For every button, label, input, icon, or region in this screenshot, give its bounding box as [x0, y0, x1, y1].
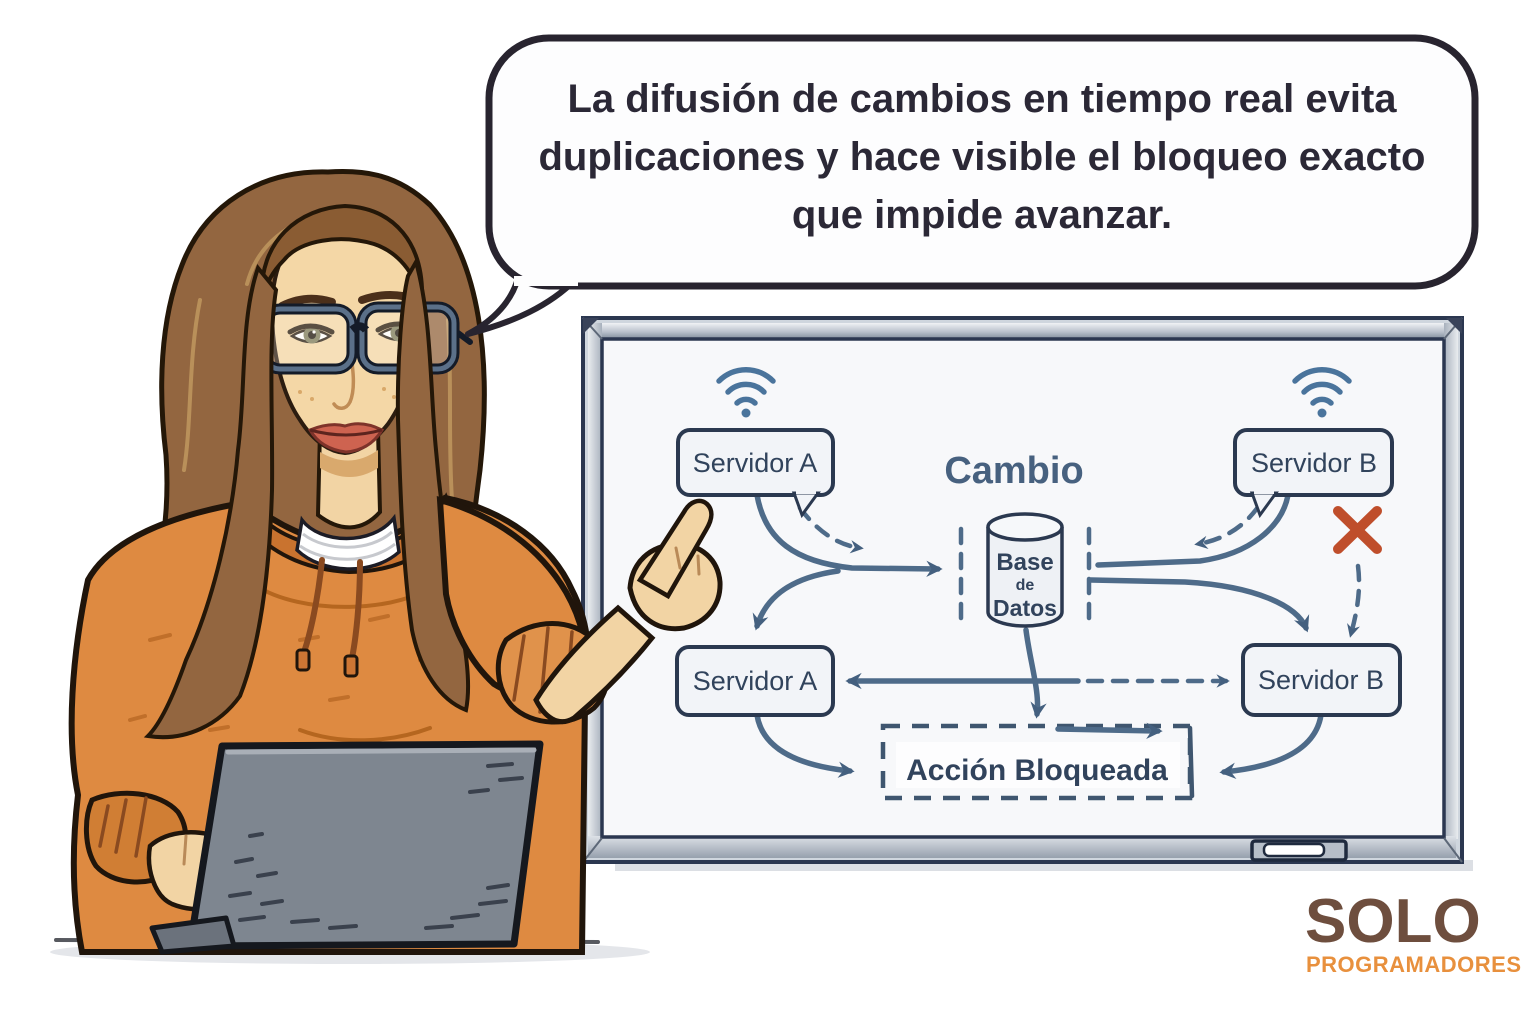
marker [1262, 842, 1326, 858]
arrow-b-bottom-to-blocked [1219, 712, 1324, 779]
x-mark-icon [1333, 506, 1382, 554]
arrow-blocked-top [1055, 722, 1163, 739]
laptop-lid-edge [225, 747, 537, 755]
speech-bubble: La difusión de cambios en tiempo real ev… [465, 34, 1479, 337]
speech-bubble-body [485, 34, 1479, 290]
diagram: Servidor A Servidor B Servidor A Servido… [675, 366, 1402, 801]
whiteboard: Servidor A Servidor B Servidor A Servido… [581, 316, 1473, 871]
diagram-title: Cambio [944, 450, 1083, 492]
database-label-2: de [1016, 577, 1035, 594]
lips [307, 422, 385, 454]
server-a-top-label: Servidor A [693, 448, 818, 478]
blocked-action-strip [896, 742, 1180, 788]
node-server-a-bottom: Servidor A [675, 645, 835, 717]
arrow-b-top-dashed [1194, 504, 1261, 550]
speech-line-3: que impide avanzar. [792, 193, 1172, 237]
hoodie-drawstrings [295, 557, 363, 678]
forearm [533, 604, 656, 725]
arrow-a-top-dashed [797, 505, 864, 554]
arrow-database-down [1023, 627, 1047, 719]
blocked-action-dashed-box [880, 723, 1193, 801]
blocked-action-label: Acción Bloqueada [906, 754, 1168, 787]
server-b-top-label: Servidor B [1251, 448, 1377, 478]
left-cuff-folds [98, 796, 148, 858]
node-notch-cover [796, 489, 816, 494]
frame-right-band [1444, 323, 1458, 839]
speech-bubble-seam [514, 276, 578, 286]
neck-shadow [320, 450, 378, 477]
node-server-b-top: Servidor B [1233, 428, 1394, 519]
arrow-database-to-b-bottom [1088, 577, 1310, 633]
laptop-lid [186, 740, 544, 950]
eye-left [287, 323, 335, 344]
server-a-bottom-label: Servidor A [693, 666, 818, 696]
frame-corner-left [583, 318, 599, 334]
neck [315, 428, 383, 530]
arrow-a-bottom-to-blocked [754, 712, 855, 778]
frame-left-band [588, 323, 602, 839]
node-server-b-bottom: Servidor B [1241, 643, 1402, 717]
node-database-cylinder: Base de Datos [986, 512, 1064, 628]
hair-lock-left [143, 263, 279, 740]
laptop-texture [228, 762, 524, 930]
logo-main-text: SOLO [1305, 887, 1481, 956]
database-label-3: Datos [993, 595, 1057, 621]
logo: SOLO PROGRAMADORES [1305, 887, 1522, 977]
speech-line-1: La difusión de cambios en tiempo real ev… [567, 77, 1397, 121]
arrow-blocked-dashed-to-b-bottom [1347, 563, 1362, 638]
knuckles [674, 546, 701, 576]
laptop [149, 740, 544, 955]
speech-bubble-tail [465, 275, 578, 337]
freckles [298, 387, 396, 401]
node-server-a-top: Servidor A [676, 428, 835, 519]
arrow-a-top-to-database [754, 492, 943, 578]
glasses-icon [247, 301, 473, 375]
pointing-arm [436, 495, 723, 725]
laptop-hinge [149, 915, 237, 955]
database-label-1: Base [996, 549, 1053, 576]
node-notch-cover [1254, 489, 1274, 494]
tee-stripes [299, 530, 396, 561]
wifi-icon [716, 366, 776, 418]
speech-line-2: duplicaciones y hace visible el bloqueo … [539, 135, 1426, 179]
frame-top-band [588, 323, 1456, 339]
frame-miter-lines [582, 317, 1463, 863]
frame-corner-right [1446, 318, 1462, 334]
blocked-action-solid-edge [1187, 725, 1195, 799]
server-b-bottom-label: Servidor B [1258, 665, 1384, 695]
logo-sub-text: PROGRAMADORES [1306, 952, 1522, 977]
arrow-b-top-to-database [1095, 492, 1291, 568]
wifi-icon [1292, 366, 1352, 418]
node-blocked-action: Acción Bloqueada [880, 722, 1195, 801]
frame-bottom-band [588, 836, 1456, 858]
arrow-a-top-to-a-bottom [752, 568, 841, 631]
whiteboard-shadow [615, 860, 1473, 871]
